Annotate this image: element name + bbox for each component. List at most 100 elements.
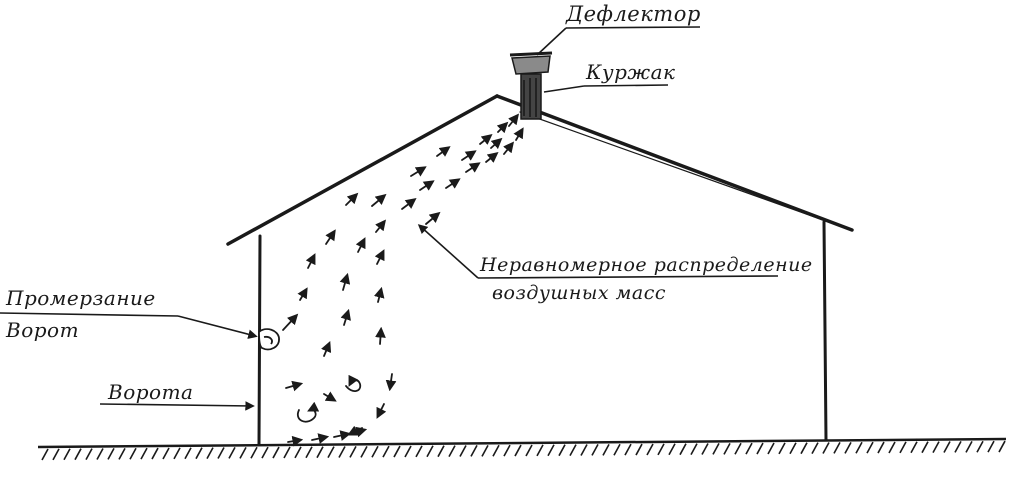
airflow-arrows (283, 113, 524, 447)
airflow-arrow (321, 341, 332, 356)
ground-hatch-mark (97, 449, 103, 460)
ground-hatch-mark (669, 444, 675, 455)
ground-hatch-mark (614, 444, 620, 455)
airflow-arrow (508, 113, 520, 126)
ground-hatch-mark (273, 447, 279, 458)
ground-hatch-mark (42, 449, 48, 460)
ground-hatch-mark (438, 446, 444, 457)
ground-hatch-mark (460, 446, 466, 457)
ground-hatch-mark (702, 444, 708, 455)
airflow-arrow (324, 391, 337, 402)
ground-hatch-mark (570, 445, 576, 456)
ground-hatch-mark (889, 442, 895, 453)
ground-hatch-mark (724, 443, 730, 454)
ground-hatch-mark (317, 447, 323, 458)
airflow-arrow (513, 127, 524, 140)
ground-hatch-mark (284, 447, 290, 458)
gate-freezing-label-line1: Промерзание (6, 286, 156, 310)
ground-hatch-mark (493, 445, 499, 456)
ground-hatch-mark (427, 446, 433, 457)
ground-hatch-mark (174, 448, 180, 459)
ground-hatch-mark (735, 443, 741, 454)
building (228, 96, 852, 444)
ground-hatch-mark (482, 445, 488, 456)
airflow-arrow (374, 249, 385, 264)
ground-hatch-mark (152, 448, 158, 459)
ground-hatch-mark (625, 444, 631, 455)
airflow-arrow (462, 150, 477, 160)
ground-hatch-mark (559, 445, 565, 456)
ground-hatch-mark (801, 443, 807, 454)
airflow-arrow (288, 435, 304, 447)
roof-right-slope (497, 96, 852, 230)
leader-deflector (537, 28, 566, 55)
ground-hatch-mark (163, 448, 169, 459)
airflow-arrow (420, 180, 435, 190)
ground-hatch-mark (845, 442, 851, 453)
leader-freeze (178, 316, 258, 339)
ground-hatch-mark (548, 445, 554, 456)
ground-hatch-mark (856, 442, 862, 453)
ground-hatch-mark (207, 448, 213, 459)
ground-hatch-mark (790, 443, 796, 454)
ground-hatch-mark (658, 444, 664, 455)
ground-hatch-mark (251, 447, 257, 458)
ground-hatching (42, 441, 1005, 460)
ground-hatch-mark (834, 442, 840, 453)
ground-hatch-mark (955, 441, 961, 452)
leader-uneven-underline (478, 276, 778, 278)
ground-hatch-mark (603, 444, 609, 455)
ground-hatch-mark (691, 444, 697, 455)
ground-hatch-mark (295, 447, 301, 458)
deflector-chimney (510, 53, 552, 119)
airflow-arrow (340, 308, 351, 325)
ground-hatch-mark (999, 441, 1005, 452)
leader-gate (100, 401, 255, 411)
airflow-arrow (376, 404, 387, 419)
right-wall (824, 222, 826, 440)
ground-hatch-mark (196, 448, 202, 459)
ground-hatch-mark (988, 441, 994, 452)
leader-uneven (417, 224, 478, 278)
kurzhak-label: Куржак (586, 60, 676, 84)
ground-hatch-mark (339, 447, 345, 458)
leader-kurzhak (544, 86, 584, 92)
airflow-arrow (411, 166, 427, 176)
ground-hatch-mark (75, 449, 81, 460)
ground-hatch-mark (746, 443, 752, 454)
airflow-swirl (298, 401, 320, 422)
ground-hatch-mark (383, 446, 389, 457)
ground-hatch-mark (878, 442, 884, 453)
ground-hatch-mark (141, 448, 147, 459)
ground-hatch-mark (130, 448, 136, 459)
ground-hatch-mark (900, 442, 906, 453)
ground-hatch-mark (306, 447, 312, 458)
uneven-distribution-label-line1: Неравномерное распределение (480, 254, 813, 276)
ground-hatch-mark (647, 444, 653, 455)
airflow-arrow (372, 193, 387, 206)
airflow-arrow (334, 430, 352, 441)
ground-hatch-mark (933, 442, 939, 453)
airflow-arrow (491, 137, 503, 150)
ground-hatch-mark (240, 447, 246, 458)
ground-hatch-mark (394, 446, 400, 457)
airflow-arrow (503, 141, 515, 154)
frost-curl (264, 337, 272, 344)
ground-hatch-mark (86, 449, 92, 460)
airflow-arrow (466, 162, 481, 172)
ground-hatch-mark (350, 446, 356, 457)
airflow-arrow (355, 237, 366, 252)
airflow-arrow (350, 426, 368, 438)
ground-hatch-mark (922, 442, 928, 453)
airflow-arrow (297, 287, 308, 300)
ground-hatch-mark (416, 446, 422, 457)
ground-hatch-mark (911, 442, 917, 453)
airflow-arrow (305, 253, 316, 268)
ground-hatch-mark (515, 445, 521, 456)
ground-hatch-mark (812, 443, 818, 454)
ground-hatch-mark (504, 445, 510, 456)
airflow-arrow (385, 374, 397, 392)
ground-hatch-mark (537, 445, 543, 456)
ground-hatch-mark (119, 448, 125, 459)
